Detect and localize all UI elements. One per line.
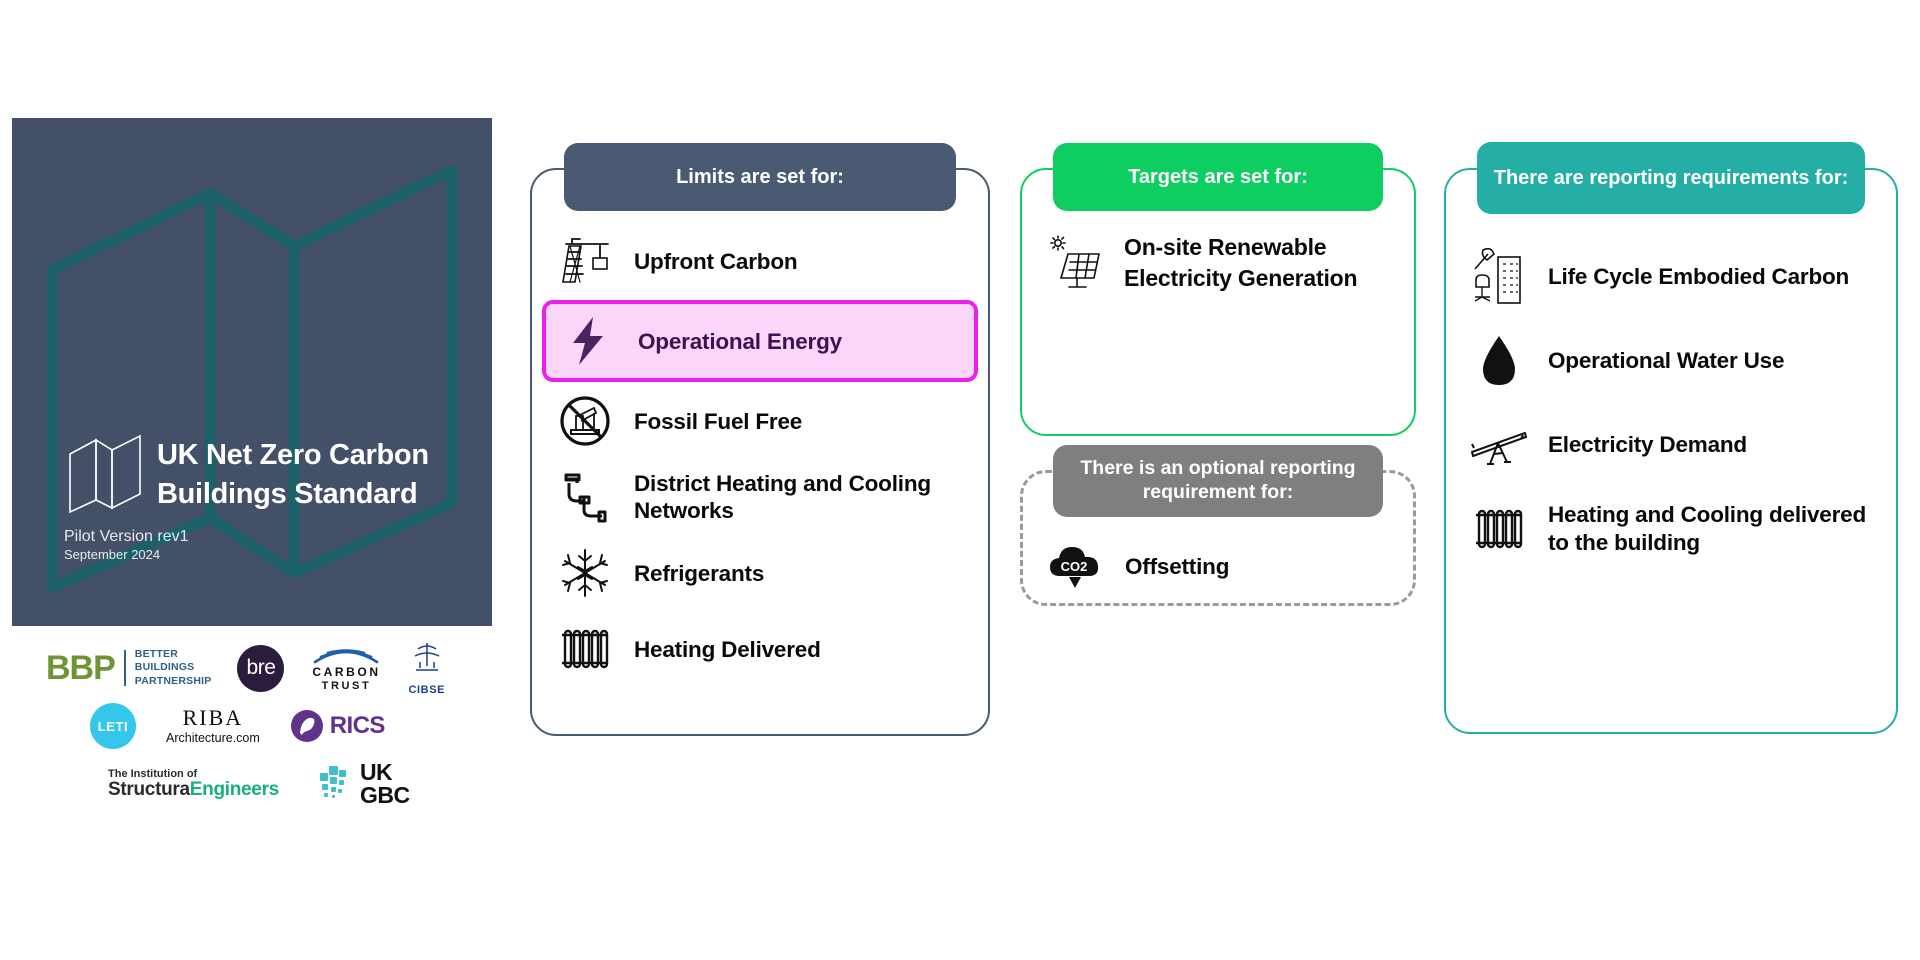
crane-icon [554, 230, 616, 292]
list-item-label: Heating Delivered [634, 636, 821, 662]
card-reporting: There are reporting requirements for: [1444, 142, 1898, 734]
list-item[interactable]: District Heating and Cooling Networks [532, 460, 988, 534]
ukgbc-line-2: GBC [359, 782, 410, 808]
carbon-trust-line-2: TRUST [321, 679, 372, 692]
list-item-label: Electricity Demand [1548, 432, 1747, 458]
logo-row-1: BBP BETTER BUILDINGS PARTNERSHIP bre [12, 640, 492, 696]
list-item[interactable]: Electricity Demand [1446, 408, 1896, 482]
solar-panel-icon [1044, 232, 1106, 294]
water-droplet-icon [1468, 330, 1530, 392]
card-reporting-header: There are reporting requirements for: [1477, 142, 1865, 214]
card-optional-reporting: There is an optional reporting requireme… [1020, 445, 1416, 606]
riba-tagline: Architecture.com [166, 731, 260, 745]
bbp-line-1: BETTER [134, 648, 178, 661]
card-optional-body: CO2 Offsetting [1023, 473, 1413, 603]
report-cover: UK Net Zero Carbon Buildings Standard Pi… [12, 118, 492, 626]
list-item[interactable]: Operational Water Use [1446, 324, 1896, 398]
list-item[interactable]: Heating and Cooling delivered to the bui… [1446, 492, 1896, 566]
list-item[interactable]: CO2 Offsetting [1023, 529, 1413, 603]
carbon-trust-line-1: CARBON [312, 664, 381, 679]
report-cover-block: UK Net Zero Carbon Buildings Standard Pi… [12, 118, 492, 830]
logo-row-3: The Institution of StructuraEngineers [12, 756, 492, 812]
card-optional-header: There is an optional reporting requireme… [1053, 445, 1383, 517]
cover-version-block: Pilot Version rev1 September 2024 [64, 527, 189, 564]
partner-logos: BBP BETTER BUILDINGS PARTNERSHIP bre [12, 640, 492, 830]
list-item-label: Fossil Fuel Free [634, 408, 803, 434]
card-limits: Limits are set for: Upfront Carbon [530, 143, 990, 736]
leti-logo: LETI [90, 703, 136, 749]
riba-logo: RIBA Architecture.com [166, 705, 260, 746]
list-item-label: Operational Energy [638, 328, 842, 354]
bre-logo: bre [237, 644, 285, 692]
ukgbc-line-1: UK [359, 759, 393, 786]
list-item-label: Life Cycle Embodied Carbon [1548, 264, 1850, 290]
carbon-trust-logo: CARBON TRUST [310, 644, 382, 692]
list-item[interactable]: Upfront Carbon [532, 224, 988, 298]
bbp-line-2: BUILDINGS [134, 661, 195, 674]
ukgbc-logo: UK GBC [313, 761, 410, 806]
card-targets-header: Targets are set for: [1053, 143, 1383, 211]
list-item-label: Upfront Carbon [634, 248, 798, 274]
rics-lion-icon [290, 710, 323, 742]
cover-version: Pilot Version rev1 [64, 528, 189, 546]
seesaw-icon [1468, 414, 1530, 476]
lightning-bolt-icon [558, 310, 620, 372]
list-item-operational-energy[interactable]: Operational Energy [542, 300, 978, 382]
cibse-crest-icon [414, 643, 440, 671]
card-targets-body: On-site Renewable Electricity Generation [1022, 170, 1414, 300]
snowflake-icon [554, 542, 616, 604]
card-limits-header: Limits are set for: [564, 143, 956, 211]
hammer-building-icon [1468, 246, 1530, 308]
cibse-logo: CIBSE [408, 640, 445, 696]
svg-text:CO2: CO2 [1061, 559, 1088, 574]
istructe-line-1: The Institution of [108, 767, 198, 780]
cover-date: September 2024 [64, 547, 161, 563]
bbp-logo: BBP BETTER BUILDINGS PARTNERSHIP [46, 648, 211, 688]
no-fossil-fuel-icon [554, 390, 616, 452]
rics-wordmark: RICS [329, 712, 386, 739]
list-item-label: Heating and Cooling delivered to the bui… [1548, 502, 1866, 555]
carbon-trust-arcs-icon [314, 648, 379, 664]
bbp-wordmark: BETTER BUILDINGS PARTNERSHIP [135, 648, 212, 688]
radiator-icon [554, 618, 616, 680]
card-limits-body: Upfront Carbon Operational Energy [532, 170, 988, 686]
cover-title: UK Net Zero Carbon Buildings Standard [157, 439, 429, 510]
list-item[interactable]: Heating Delivered [532, 612, 988, 686]
ukgbc-squares-icon [319, 766, 346, 798]
card-targets: Targets are set for: On-site Renewable E… [1020, 143, 1416, 436]
bbp-mark: BBP [46, 649, 116, 687]
list-item[interactable]: Life Cycle Embodied Carbon [1446, 240, 1896, 314]
ukgbc-wordmark: UK GBC [360, 761, 410, 806]
logo-row-2: LETI RIBA Architecture.com RICS [12, 696, 492, 756]
list-item-label: District Heating and Cooling Networks [634, 471, 931, 523]
radiator-icon [1468, 498, 1530, 560]
nzcbs-logo-mark [69, 434, 141, 514]
list-item[interactable]: On-site Renewable Electricity Generation [1022, 226, 1414, 300]
list-item[interactable]: Refrigerants [532, 536, 988, 610]
co2-cloud-icon: CO2 [1045, 535, 1107, 597]
list-item-label: Refrigerants [634, 560, 765, 586]
list-item[interactable]: Fossil Fuel Free [532, 384, 988, 458]
cibse-wordmark: CIBSE [408, 684, 446, 696]
list-item-label: Operational Water Use [1548, 348, 1785, 374]
istructe-line-2: StructuraEngineers [108, 778, 279, 801]
istructe-logo: The Institution of StructuraEngineers [108, 768, 279, 801]
cover-artwork [46, 164, 458, 594]
istructe-structural: Structura [108, 778, 190, 800]
list-item-label: Offsetting [1125, 553, 1230, 579]
list-item-label: On-site Renewable Electricity Generation [1124, 234, 1358, 291]
pipe-icon [554, 466, 616, 528]
istructe-engineers: Engineers [189, 778, 279, 800]
rics-logo: RICS [290, 709, 385, 743]
riba-wordmark: RIBA [182, 705, 244, 730]
bbp-line-3: PARTNERSHIP [134, 674, 212, 687]
bbp-divider [123, 650, 126, 686]
card-reporting-body: Life Cycle Embodied Carbon Operational W… [1446, 170, 1896, 566]
